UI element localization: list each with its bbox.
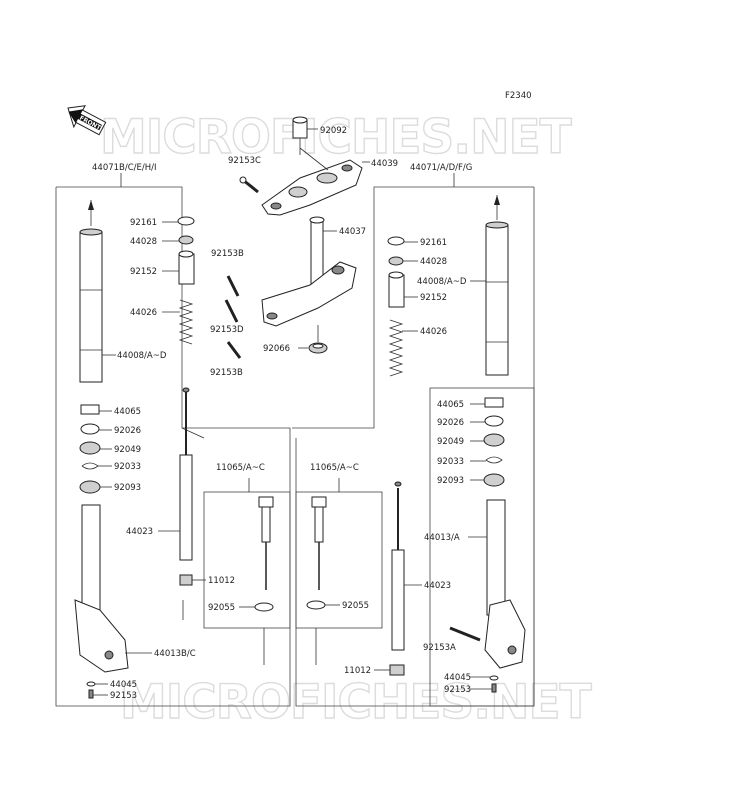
label-right-92033: 92033 <box>437 457 464 467</box>
label-92153b-b: 92153B <box>210 368 243 378</box>
right-bolt-92153a <box>449 626 481 642</box>
label-left-92033: 92033 <box>114 462 141 472</box>
label-right-44065: 44065 <box>437 400 464 410</box>
label-left-92161: 92161 <box>130 218 157 228</box>
label-right-92153: 92153 <box>444 685 471 695</box>
label-92066: 92066 <box>263 344 290 354</box>
label-right-92026: 92026 <box>437 418 464 428</box>
right-inner-rod-44023 <box>391 481 405 651</box>
label-left-44023: 44023 <box>126 527 153 537</box>
right-spring-44026 <box>388 319 404 377</box>
label-right-44045: 44045 <box>444 673 471 683</box>
bolt-92153b-a <box>226 275 240 297</box>
label-left-92026: 92026 <box>114 426 141 436</box>
label-92092: 92092 <box>320 126 347 136</box>
label-right-92152: 92152 <box>420 293 447 303</box>
right-lower-box <box>429 387 535 707</box>
left-bolt-92153 <box>88 689 94 699</box>
label-right-rod-assy: 11065/A~C <box>310 463 359 473</box>
right-bush-11012 <box>389 664 405 676</box>
label-92153d: 92153D <box>210 325 244 335</box>
label-left-44028: 44028 <box>130 237 157 247</box>
label-left-rod-assy: 11065/A~C <box>216 463 265 473</box>
part-labels: 92092 92153C 44039 44071B/C/E/H/I 44071/… <box>92 126 472 701</box>
right-outer-tube <box>485 221 509 376</box>
label-left-92055: 92055 <box>208 603 235 613</box>
left-spacer-92152 <box>178 250 195 285</box>
label-left-92152: 92152 <box>130 267 157 277</box>
label-right-assy: 44071/A/D/F/G <box>410 163 472 173</box>
label-44037: 44037 <box>339 227 366 237</box>
watermark-top: MICROFICHES.NET <box>100 110 572 165</box>
label-right-44026: 44026 <box>420 327 447 337</box>
left-seal-stack <box>79 404 101 494</box>
label-left-44065: 44065 <box>114 407 141 417</box>
label-left-92093: 92093 <box>114 483 141 493</box>
label-right-11012: 11012 <box>344 666 371 676</box>
bolt-92153b-b <box>226 341 242 359</box>
left-bush-11012 <box>179 574 193 586</box>
left-outer-tube <box>79 228 103 383</box>
watermark-bottom: MICROFICHES.NET <box>120 675 592 730</box>
label-left-44026: 44026 <box>130 308 157 318</box>
figure-code: F2340 <box>505 91 532 101</box>
label-left-92153: 92153 <box>110 691 137 701</box>
right-damper-rod <box>311 496 327 590</box>
right-bolt-92153 <box>491 683 497 693</box>
label-44039: 44039 <box>371 159 398 169</box>
stem-44037 <box>261 216 357 327</box>
label-left-44045: 44045 <box>110 680 137 690</box>
label-right-44023: 44023 <box>424 581 451 591</box>
right-spacer-92152 <box>388 271 405 308</box>
right-cap-44028 <box>388 256 404 266</box>
bolt-92153c <box>239 176 259 194</box>
right-washer-44045 <box>489 675 499 681</box>
label-left-assy: 44071B/C/E/H/I <box>92 163 157 173</box>
label-right-92049: 92049 <box>437 437 464 447</box>
left-cap-44028 <box>178 235 194 245</box>
label-left-92049: 92049 <box>114 445 141 455</box>
bearing-92066 <box>308 342 328 354</box>
leader-lines <box>93 221 492 696</box>
left-damper-rod <box>258 496 274 590</box>
label-92153c: 92153C <box>228 156 261 166</box>
left-slider-44013 <box>74 504 129 673</box>
label-right-92055: 92055 <box>342 601 369 611</box>
label-right-44013: 44013/A <box>424 533 460 543</box>
label-right-44028: 44028 <box>420 257 447 267</box>
right-seal-92161 <box>387 236 405 246</box>
label-left-11012: 11012 <box>208 576 235 586</box>
left-spring-44026 <box>178 299 194 345</box>
left-inner-rod-44023 <box>179 387 193 561</box>
label-left-44013: 44013B/C <box>154 649 196 659</box>
cap-92092 <box>292 116 308 139</box>
left-oring-92055 <box>254 602 274 612</box>
top-clamp-44039 <box>261 159 363 216</box>
left-washer-44045 <box>86 681 96 687</box>
label-right-92153a: 92153A <box>423 643 456 653</box>
right-oring-92055 <box>306 600 326 610</box>
left-seal-92161 <box>177 216 195 226</box>
label-92153b-a: 92153B <box>211 249 244 259</box>
label-right-44008: 44008/A~D <box>417 277 467 287</box>
right-seal-stack <box>483 397 505 487</box>
bolt-92153d <box>224 299 239 323</box>
label-left-44008: 44008/A~D <box>117 351 167 361</box>
label-right-92161: 92161 <box>420 238 447 248</box>
right-slider-44013 <box>484 499 526 669</box>
left-rod-box <box>203 491 291 629</box>
left-assembly-box <box>55 186 291 707</box>
label-right-92093: 92093 <box>437 476 464 486</box>
